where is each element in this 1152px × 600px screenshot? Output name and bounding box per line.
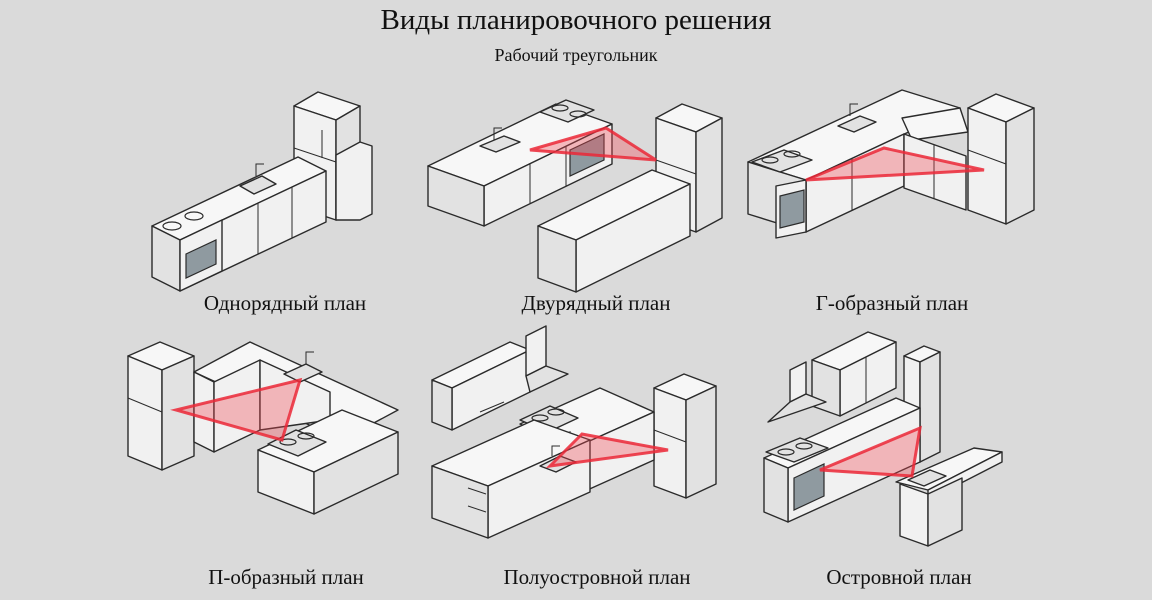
page-title: Виды планировочного решения <box>380 4 772 36</box>
island-kitchen <box>763 331 1003 547</box>
layout-label-l-shaped: Г-образный план <box>815 291 969 315</box>
layout-label-double-row: Двурядный план <box>521 291 671 315</box>
layout-label-island: Островной план <box>826 565 972 589</box>
single-row-kitchen <box>151 91 373 292</box>
layout-label-peninsula: Полуостровной план <box>503 565 691 589</box>
peninsula-kitchen <box>431 325 717 539</box>
double-row-kitchen <box>427 99 723 293</box>
layout-label-single-row: Однорядный план <box>203 291 367 315</box>
u-shaped-kitchen <box>127 341 399 515</box>
page-subtitle: Рабочий треугольник <box>494 45 658 65</box>
layout-label-u-shaped: П-образный план <box>208 565 364 589</box>
l-shaped-kitchen <box>747 89 1035 239</box>
